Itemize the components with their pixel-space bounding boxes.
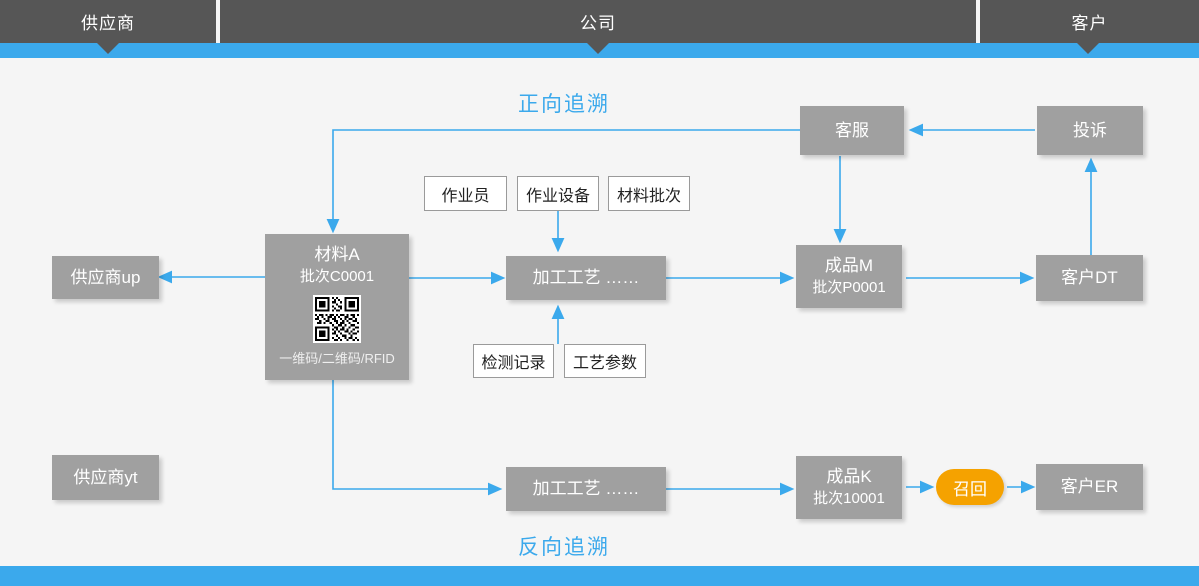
header-column-company: 公司 xyxy=(220,0,976,43)
header-column-customer-label: 客户 xyxy=(1071,14,1108,33)
header-band: 供应商 公司 客户 xyxy=(0,0,1199,43)
attr-operator[interactable]: 作业员 xyxy=(424,176,507,211)
node-supplier-up[interactable]: 供应商up xyxy=(52,256,159,299)
qr-code-icon xyxy=(313,295,361,343)
header-column-supplier-label: 供应商 xyxy=(81,14,135,33)
header-column-customer: 客户 xyxy=(980,0,1199,43)
forward-trace-label: 正向追溯 xyxy=(518,93,610,116)
attr-equipment-label: 作业设备 xyxy=(525,187,590,205)
header-column-supplier: 供应商 xyxy=(0,0,216,43)
node-material-a-batch: 批次C0001 xyxy=(299,268,375,286)
attr-operator-label: 作业员 xyxy=(441,187,490,205)
node-customer-service-label: 客服 xyxy=(835,120,869,140)
node-supplier-up-label: 供应商up xyxy=(70,267,141,287)
header-column-company-label: 公司 xyxy=(580,14,616,33)
node-product-k-title: 成品K xyxy=(826,467,872,486)
attr-material-batch[interactable]: 材料批次 xyxy=(608,176,690,211)
node-product-k-batch: 批次10001 xyxy=(813,490,885,508)
node-complaint[interactable]: 投诉 xyxy=(1037,106,1143,155)
node-material-a[interactable]: 材料A 批次C0001 xyxy=(265,234,409,380)
node-product-m[interactable]: 成品M 批次P0001 xyxy=(796,245,902,308)
attr-parameters-label: 工艺参数 xyxy=(572,355,637,372)
attr-inspection-label: 检测记录 xyxy=(481,355,546,372)
attr-inspection[interactable]: 检测记录 xyxy=(473,344,554,378)
attr-equipment[interactable]: 作业设备 xyxy=(517,176,599,211)
node-product-m-batch: 批次P0001 xyxy=(812,279,886,297)
node-customer-dt[interactable]: 客户DT xyxy=(1036,255,1143,301)
node-customer-service[interactable]: 客服 xyxy=(800,106,904,155)
reverse-trace-label: 反向追溯 xyxy=(518,536,610,559)
header-pointer-supplier-icon xyxy=(97,43,119,54)
node-supplier-yt[interactable]: 供应商yt xyxy=(52,455,159,500)
node-process-top[interactable]: 加工工艺 …… xyxy=(506,256,666,300)
node-process-top-label: 加工工艺 …… xyxy=(532,268,640,288)
footer-accent-bar xyxy=(0,566,1199,586)
header-pointer-company-icon xyxy=(587,43,609,54)
attr-material-batch-label: 材料批次 xyxy=(616,187,681,205)
node-process-bottom[interactable]: 加工工艺 …… xyxy=(506,467,666,511)
node-customer-dt-label: 客户DT xyxy=(1061,268,1118,288)
node-customer-er[interactable]: 客户ER xyxy=(1036,464,1143,510)
node-supplier-yt-label: 供应商yt xyxy=(73,467,138,487)
node-material-a-title: 材料A xyxy=(314,245,360,264)
node-customer-er-label: 客户ER xyxy=(1060,477,1119,497)
node-product-m-title: 成品M xyxy=(824,256,874,275)
node-material-a-codes: 一维码/二维码/RFID xyxy=(279,351,395,366)
header-pointer-customer-icon xyxy=(1077,43,1099,54)
node-recall[interactable]: 召回 xyxy=(936,469,1004,505)
node-process-bottom-label: 加工工艺 …… xyxy=(532,479,640,499)
node-complaint-label: 投诉 xyxy=(1073,120,1107,140)
attr-parameters[interactable]: 工艺参数 xyxy=(564,344,646,378)
node-recall-label: 召回 xyxy=(953,479,987,499)
node-product-k[interactable]: 成品K 批次10001 xyxy=(796,456,902,519)
